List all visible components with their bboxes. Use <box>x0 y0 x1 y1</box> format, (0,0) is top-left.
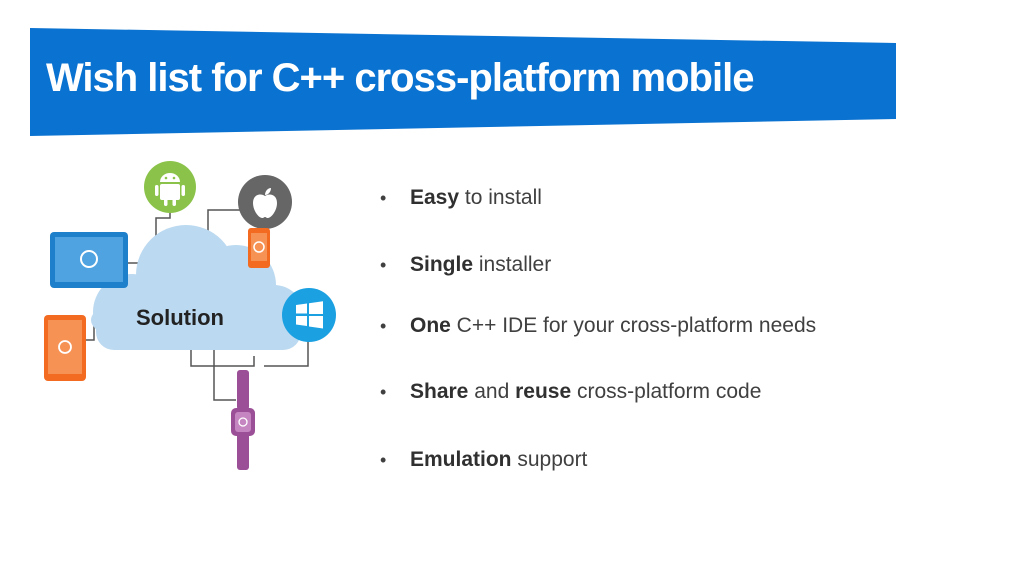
bullet-text: and <box>468 380 516 403</box>
bullet-text: support <box>511 448 588 471</box>
apple-icon <box>238 175 292 229</box>
list-item: • Emulation support <box>380 448 587 472</box>
list-item: • Share and reuse cross-platform code <box>380 380 761 404</box>
bullet-dot: • <box>380 188 387 208</box>
bullet-dot: • <box>380 255 387 275</box>
smartwatch-icon <box>231 370 255 470</box>
bullet-bold: Easy <box>410 186 460 209</box>
list-item: • Single installer <box>380 253 551 277</box>
bullet-bold: Share <box>410 380 469 403</box>
bullet-text: cross-platform code <box>571 380 762 403</box>
orange-tablet-icon <box>44 315 86 381</box>
windows-icon <box>282 288 336 342</box>
bullet-dot: • <box>380 316 387 336</box>
cloud-shape <box>91 225 304 350</box>
cloud-label: Solution <box>136 305 224 330</box>
bullet-dot: • <box>380 450 387 470</box>
bullet-dot: • <box>380 382 387 402</box>
orange-phone-icon <box>248 228 270 268</box>
list-item: • Easy to install <box>380 186 542 210</box>
bullet-bold: One <box>410 314 451 337</box>
bullet-text: to install <box>459 186 542 209</box>
bullet-bold: Emulation <box>410 448 512 471</box>
list-item: • One C++ IDE for your cross-platform ne… <box>380 314 816 338</box>
illustration-svg <box>44 161 336 470</box>
blue-tablet-icon <box>50 232 128 288</box>
bullet-bold: reuse <box>515 380 572 403</box>
cross-platform-illustration: Solution <box>36 160 346 480</box>
bullet-text: C++ IDE for your cross-platform needs <box>450 314 817 337</box>
slide-title: Wish list for C++ cross-platform mobile <box>46 55 754 100</box>
bullet-text: installer <box>473 253 552 276</box>
bullet-bold: Single <box>410 253 474 276</box>
title-banner: Wish list for C++ cross-platform mobile <box>30 28 896 136</box>
android-icon <box>144 161 196 213</box>
